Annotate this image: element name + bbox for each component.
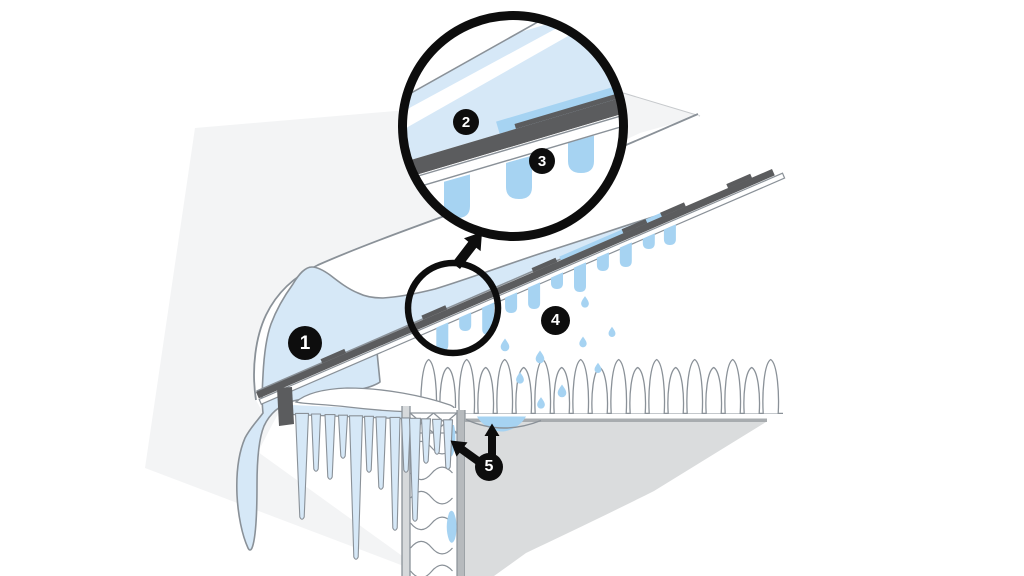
magnifier-shingles [406,87,620,182]
magnifier-shingle-tab [514,82,620,129]
arrow-to-ceiling-leak [484,423,500,458]
under-deck-drips [436,224,676,351]
shingle-tab [621,219,648,234]
shingle-tab [660,202,686,217]
shingle-tab [421,305,448,320]
shingle-tab [320,348,347,364]
callout-2-badge: 2 [453,109,479,135]
callout-5-badge: 5 [475,453,503,481]
icicles [294,412,454,560]
attic-insulation [420,358,783,415]
magnifier-ring [398,11,628,241]
roof-shingles [256,169,775,399]
fascia-board [277,387,294,426]
callout-5-arrows [450,423,500,465]
wall-interior-board [457,410,465,576]
callout-3-badge: 3 [529,148,555,174]
callout-4-badge: 4 [541,306,570,335]
ceiling [465,418,767,422]
ceiling-water-stain [465,416,542,432]
roof-deck [258,172,786,405]
wall-sheathing [402,406,410,576]
magnifier-circle [398,11,628,241]
interior-room [465,422,766,576]
magnifier-arrow [452,232,482,269]
background-panel [145,91,701,576]
shingle-tab [726,173,752,189]
shingle-tab [531,257,558,273]
magnifier-drips [444,135,594,218]
arrow-to-wall-leak [450,440,481,465]
callout-1-badge: 1 [288,326,322,360]
